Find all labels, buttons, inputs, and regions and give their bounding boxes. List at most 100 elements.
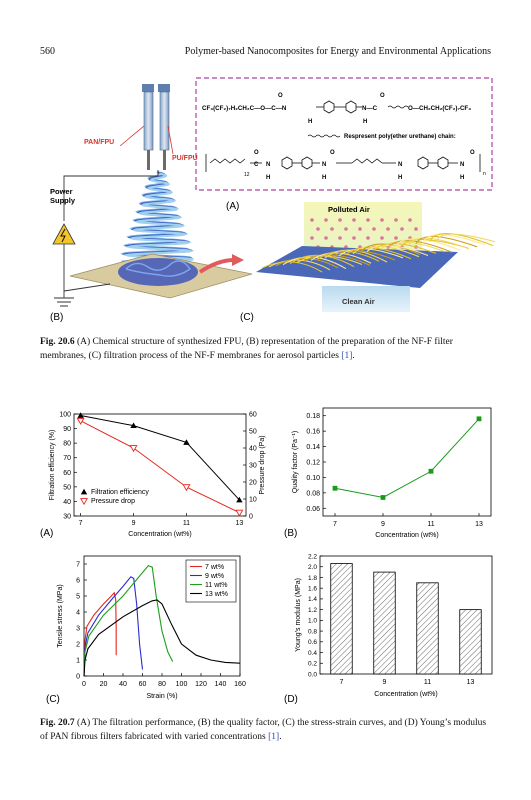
aerosol-particle — [338, 218, 342, 222]
panel-label-b: (B) — [50, 312, 63, 323]
data-point — [236, 496, 243, 503]
nitrogen-label: N — [460, 162, 464, 168]
figure-20-6-citation-link[interactable]: [1] — [341, 350, 353, 361]
carbonyl-label: C — [254, 162, 259, 168]
data-point — [476, 416, 482, 422]
aerosol-particle — [324, 218, 328, 222]
aerosol-particle — [386, 227, 390, 231]
x-tick-label: 160 — [234, 681, 246, 688]
y-tick-label: 6 — [76, 578, 80, 585]
fiber-jet — [122, 172, 195, 267]
y-tick-label: 4 — [76, 610, 80, 617]
panel-label: (B) — [284, 528, 297, 539]
y-tick-label: 0.16 — [306, 429, 320, 436]
clean-air-label: Clean Air — [342, 297, 375, 306]
y-tick-label: 0.8 — [308, 628, 317, 635]
series-line — [80, 414, 240, 501]
pan-fpu-label: PAN/FPU — [84, 139, 114, 146]
legend-entry: 13 wt% — [205, 591, 228, 598]
y-tick-label: 40 — [63, 499, 71, 506]
x-tick-label: 13 — [475, 521, 483, 528]
bar — [416, 582, 439, 675]
y-axis-label: Young's modulus (MPa) — [295, 578, 302, 652]
y-tick-label: 1.0 — [308, 618, 317, 625]
y-tick-label: 7 — [76, 562, 80, 569]
series-line — [83, 576, 144, 677]
y-tick-label: 0.0 — [308, 671, 317, 678]
y-tick-label: 0 — [76, 674, 80, 681]
x-tick-label: 9 — [132, 520, 136, 527]
hydrogen-label: H — [266, 175, 270, 181]
y-tick-label: 0.08 — [306, 490, 320, 497]
y-tick-label: 100 — [59, 412, 71, 419]
figure-20-7-caption-text: (A) The filtration performance, (B) the … — [40, 718, 487, 742]
data-point — [182, 484, 191, 492]
y-tick-label: 0.4 — [308, 650, 317, 657]
x-tick-label: 60 — [139, 681, 147, 688]
nanofiber-strand — [436, 233, 495, 243]
fpu-formula-left: CF₃(CF₂)₇H₂CH₂C—O—C—N — [202, 105, 287, 112]
x-axis-label: Strain (%) — [146, 693, 177, 700]
hydrogen-label: H — [398, 175, 402, 181]
y-tick-label: 1.4 — [308, 596, 317, 603]
oxygen-label: O — [380, 93, 385, 99]
y2-tick-label: 50 — [249, 429, 257, 436]
y-tick-label: 1.6 — [308, 585, 317, 592]
bar — [330, 563, 353, 675]
panel-label-a: (A) — [226, 201, 239, 212]
chain-label: Respresent poly(ether urethane) chain: — [344, 134, 456, 140]
data-point — [130, 422, 137, 429]
y-axis-label: Tensile stress (MPa) — [57, 584, 64, 647]
oxygen-label: O — [278, 93, 283, 99]
nanofiber-strand — [310, 252, 372, 264]
aerosol-particle — [316, 227, 320, 231]
x-tick-label: 11 — [424, 679, 431, 686]
series-line — [83, 599, 241, 677]
aerosol-particle — [310, 218, 314, 222]
aerosol-particle — [414, 227, 418, 231]
x-tick-label: 9 — [383, 679, 387, 686]
y-tick-label: 2 — [76, 642, 80, 649]
subscript-n: n — [483, 171, 486, 177]
data-point — [235, 509, 244, 517]
x-tick-label: 11 — [183, 520, 190, 527]
subscript-12: 12 — [244, 172, 250, 178]
series-line — [80, 420, 240, 514]
y-tick-label: 2.2 — [308, 553, 317, 560]
figure-20-6: CF₃(CF₂)₇H₂CH₂C—O—C—N O H N—C O H O—CH₂C… — [50, 77, 495, 323]
y-tick-label: 50 — [63, 484, 71, 491]
nanofiber-strand — [296, 255, 363, 266]
y-tick-label: 0.2 — [308, 661, 317, 668]
power-supply-label-line1: Power — [50, 187, 73, 196]
legend-entry: Pressure drop — [91, 498, 135, 505]
x-axis-label: Concentration (wt%) — [375, 532, 438, 539]
chemical-structure-panel: CF₃(CF₂)₇H₂CH₂C—O—C—N O H N—C O H O—CH₂C… — [195, 77, 493, 191]
nitrogen-label: N — [398, 162, 402, 168]
nanofiber-strand — [429, 232, 494, 247]
x-tick-label: 0 — [82, 681, 86, 688]
legend-entry: 7 wt% — [205, 564, 224, 571]
y-tick-label: 80 — [63, 441, 71, 448]
data-point — [332, 485, 338, 491]
aerosol-particle — [394, 236, 398, 240]
panel-label: (A) — [40, 528, 53, 539]
polluted-air-label: Polluted Air — [328, 205, 370, 214]
aerosol-particle — [310, 236, 314, 240]
y-tick-label: 0.06 — [306, 506, 320, 513]
data-point — [129, 445, 138, 453]
fpu-formula-mid: N—C — [362, 105, 378, 112]
figure-20-7-citation-link[interactable]: [1] — [268, 731, 280, 742]
electrospinning-illustration: PAN/FPU PU/FPU Power Supply — [50, 84, 253, 307]
y-tick-label: 0.14 — [306, 444, 320, 451]
y-axis-label: Filtration efficiency (%) — [49, 430, 56, 501]
x-tick-label: 120 — [195, 681, 207, 688]
x-tick-label: 7 — [340, 679, 344, 686]
aerosol-particle — [338, 236, 342, 240]
aerosol-particle — [324, 236, 328, 240]
nanofiber-strand — [359, 243, 421, 256]
filtration-illustration: Polluted Air Clean Air — [256, 202, 495, 312]
aerosol-particle — [352, 218, 356, 222]
